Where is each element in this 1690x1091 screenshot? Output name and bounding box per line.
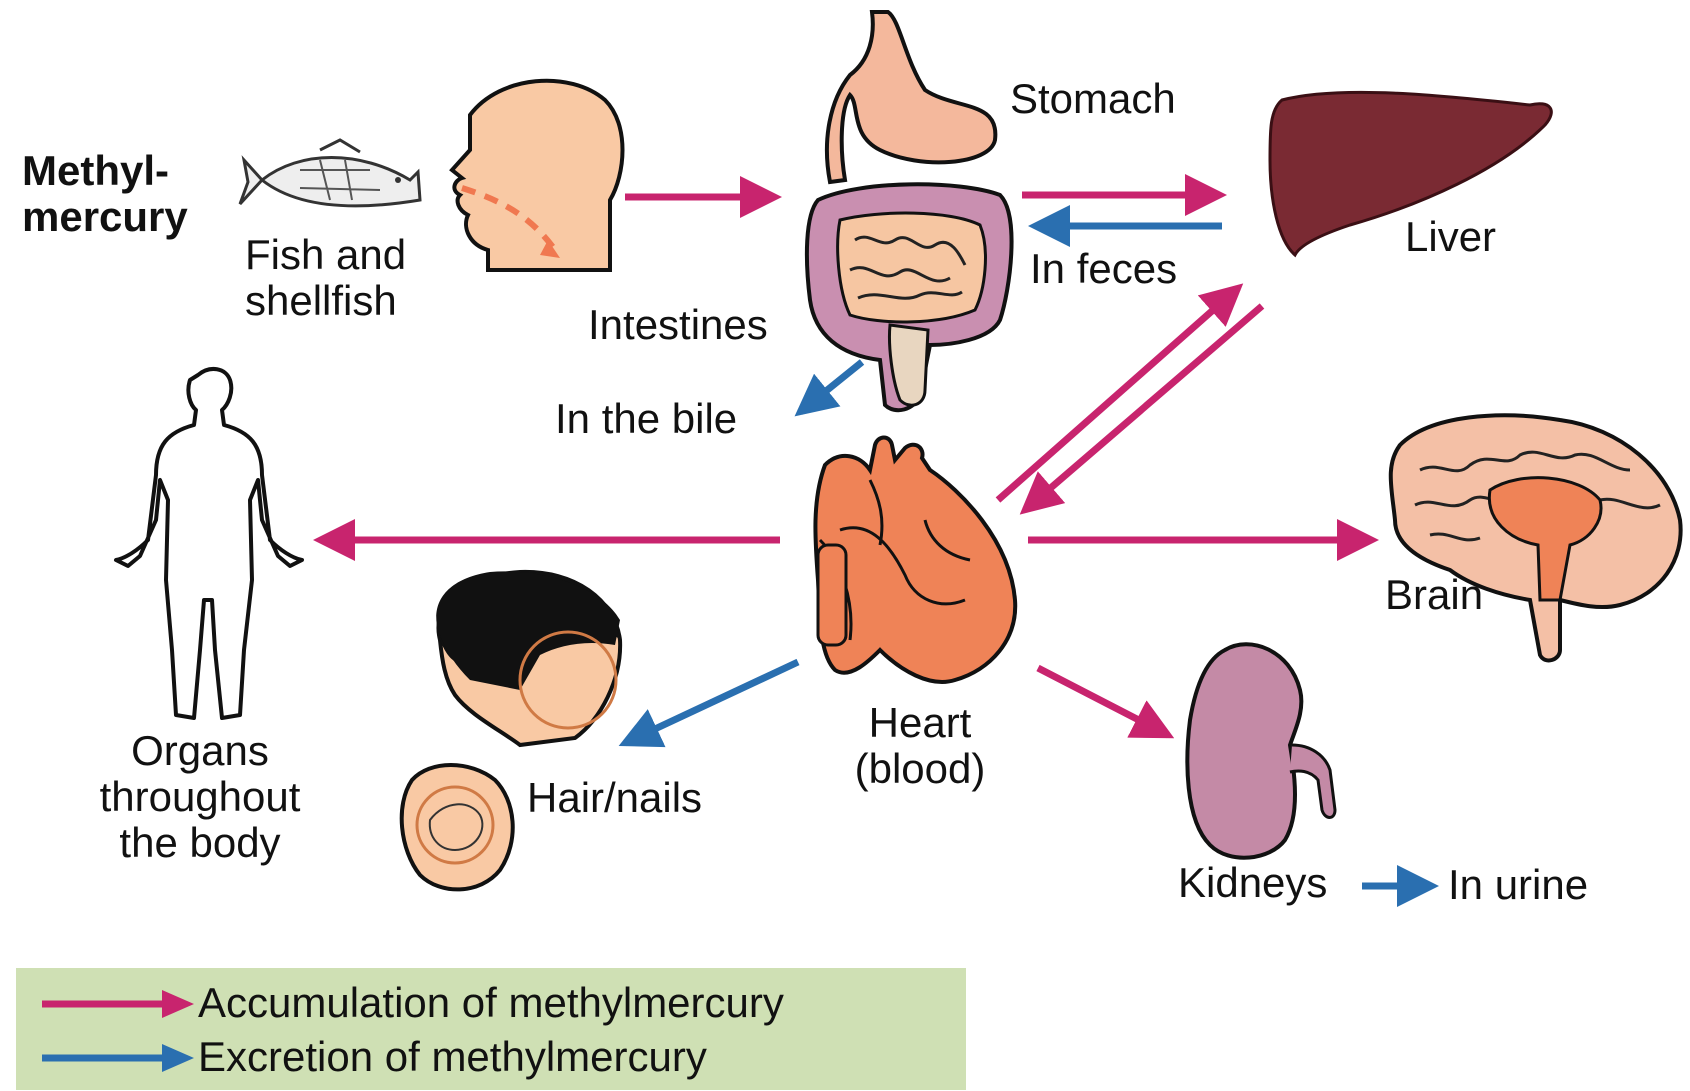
label-organs: Organs throughout the body (60, 728, 340, 866)
label-feces: In feces (1030, 246, 1177, 292)
legend-excretion-label: Excretion of methylmercury (198, 1034, 707, 1080)
title-line2: mercury (22, 194, 188, 240)
label-brain: Brain (1385, 572, 1483, 618)
label-organs-line3: the body (60, 820, 340, 866)
hair-icon (436, 571, 620, 745)
arrow-heart-to-kidneys (1038, 668, 1168, 735)
legend-excretion-arrow (38, 1030, 198, 1082)
head-icon (452, 81, 623, 270)
label-hair: Hair/nails (527, 775, 702, 821)
legend: Accumulation of methylmercury Excretion … (16, 968, 966, 1090)
kidney-icon (1187, 644, 1335, 857)
label-fish-line1: Fish and (245, 232, 406, 278)
arrow-intestines-to-bile (800, 362, 862, 412)
label-fish-line2: shellfish (245, 278, 406, 324)
label-stomach: Stomach (1010, 76, 1176, 122)
nails-icon (402, 765, 513, 889)
legend-accumulation-arrow (38, 976, 198, 1028)
label-organs-line2: throughout (60, 774, 340, 820)
arrow-liver-to-heart (1025, 306, 1262, 510)
label-kidneys: Kidneys (1178, 860, 1327, 906)
title-methylmercury: Methyl- mercury (22, 148, 188, 240)
stomach-icon (827, 12, 995, 182)
heart-icon (815, 438, 1015, 682)
legend-excretion: Excretion of methylmercury (16, 1030, 966, 1082)
arrow-heart-to-liver (998, 288, 1238, 500)
title-line1: Methyl- (22, 148, 188, 194)
label-organs-line1: Organs (60, 728, 340, 774)
label-bile: In the bile (555, 396, 737, 442)
legend-accumulation: Accumulation of methylmercury (16, 976, 966, 1028)
label-heart-line2: (blood) (820, 746, 1020, 792)
arrow-heart-to-hair (625, 662, 798, 743)
label-urine: In urine (1448, 862, 1588, 908)
label-liver: Liver (1405, 214, 1496, 260)
brain-icon (1391, 415, 1681, 660)
label-intestines: Intestines (588, 302, 768, 348)
label-fish: Fish and shellfish (245, 232, 406, 324)
fish-icon (240, 140, 420, 206)
label-heart: Heart (blood) (820, 700, 1020, 792)
legend-accumulation-label: Accumulation of methylmercury (198, 980, 784, 1026)
label-heart-line1: Heart (820, 700, 1020, 746)
intestines-icon (807, 184, 1012, 410)
body-icon (116, 369, 302, 718)
